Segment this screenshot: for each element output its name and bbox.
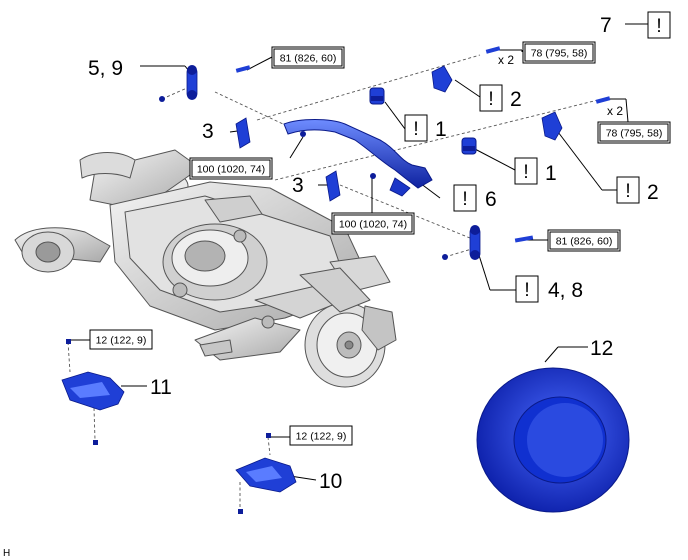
stabilizer-bushing-1 [369, 87, 385, 105]
protector-11 [61, 371, 125, 411]
leader-lines [68, 23, 648, 481]
callout-3a: 3 [202, 120, 214, 143]
callout-5-9: 5, 9 [88, 57, 123, 80]
callout-11: 11 [150, 376, 172, 399]
bushing-bracket-2a [431, 65, 453, 93]
torque-100-left-text: 100 (1020, 74) [197, 164, 265, 176]
notice-box-7: ! [647, 11, 671, 39]
torque-100-center-text: 100 (1020, 74) [339, 219, 407, 231]
callout-3b: 3 [292, 174, 304, 197]
notice-box-6: ! [453, 184, 477, 212]
torque-81-lower-text: 81 (826, 60) [556, 236, 613, 248]
notice-icon: ! [656, 16, 661, 37]
stabilizer-link-4-8 [469, 225, 481, 260]
bolts-and-nuts [66, 46, 611, 514]
stabilizer-bushing-2 [461, 137, 477, 155]
quantity-note-upper: x 2 [498, 53, 514, 67]
notice-icon: ! [462, 189, 467, 210]
stabilizer-bar [283, 119, 433, 197]
torque-12-lower-text: 12 (122, 9) [296, 431, 347, 443]
torque-box-81-upper: 81 (826, 60) [271, 46, 345, 69]
torque-box-78-lower: 78 (795, 58) [597, 121, 671, 144]
torque-78-lower-text: 78 (795, 58) [606, 128, 663, 140]
bushing-bracket-2b [541, 111, 563, 141]
torque-box-100-left: 100 (1020, 74) [189, 157, 273, 180]
torque-78-upper-text: 78 (795, 58) [531, 48, 588, 60]
stabilizer-link-5-9 [186, 65, 198, 100]
torque-12-upper-text: 12 (122, 9) [96, 335, 147, 347]
callout-4-8: 4, 8 [548, 279, 583, 302]
notice-box-2b: ! [616, 176, 640, 204]
callout-1a: 1 [435, 118, 447, 141]
callout-12: 12 [590, 337, 613, 360]
notice-box-4-8: ! [515, 275, 539, 303]
torque-81-upper-text: 81 (826, 60) [280, 53, 337, 65]
bracket-3b [325, 170, 341, 202]
notice-icon: ! [488, 89, 493, 110]
notice-box-1b: ! [514, 157, 538, 185]
callout-2a: 2 [510, 88, 522, 111]
corner-label: H [3, 548, 10, 559]
callout-7: 7 [600, 14, 612, 37]
callout-6: 6 [485, 188, 497, 211]
notice-box-2a: ! [479, 84, 503, 112]
notice-icon: ! [523, 162, 528, 183]
rear-suspension-assembly [14, 149, 397, 388]
torque-box-81-lower: 81 (826, 60) [547, 229, 621, 252]
callout-10: 10 [319, 470, 342, 493]
notice-icon: ! [524, 280, 529, 301]
torque-box-12-upper: 12 (122, 9) [89, 329, 153, 350]
bracket-3a [235, 117, 251, 149]
torque-box-78-upper: 78 (795, 58) [522, 41, 596, 64]
torque-box-100-center: 100 (1020, 74) [331, 212, 415, 235]
protector-10 [235, 457, 297, 493]
notice-icon: ! [625, 181, 630, 202]
quantity-note-lower: x 2 [607, 104, 623, 118]
callout-1b: 1 [545, 162, 557, 185]
callout-2b: 2 [647, 181, 659, 204]
notice-icon: ! [413, 119, 418, 140]
notice-box-1a: ! [404, 114, 428, 142]
spare-tire-12 [476, 367, 630, 513]
torque-box-12-lower: 12 (122, 9) [289, 425, 353, 446]
